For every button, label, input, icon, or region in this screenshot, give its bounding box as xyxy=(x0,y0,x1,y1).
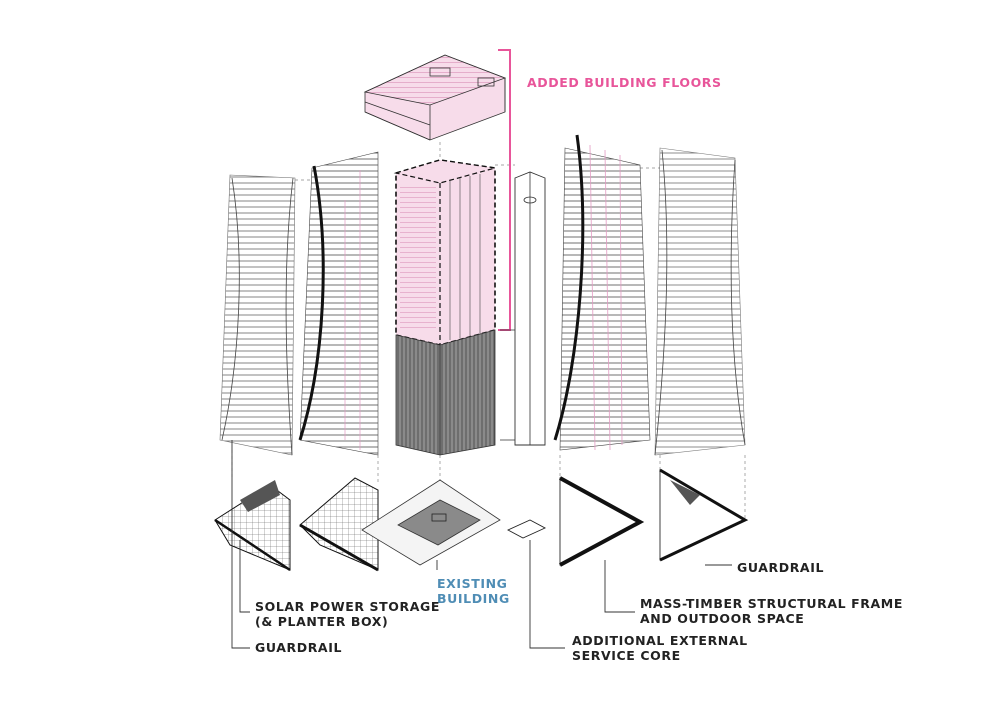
label-solar-line-1: SOLAR POWER STORAGE xyxy=(255,599,440,614)
label-guardrail-left: GUARDRAIL xyxy=(255,640,343,655)
added-floors-exploded xyxy=(363,54,507,141)
label-existing-line-2: BUILDING xyxy=(437,591,510,606)
label-solar-line-2: (& PLANTER BOX) xyxy=(255,614,389,629)
right-guardrail-tower xyxy=(654,147,746,456)
label-mass-timber-line-1: MASS-TIMBER STRUCTURAL FRAME xyxy=(640,596,903,611)
central-tower xyxy=(393,49,511,456)
label-service-core-line-2: SERVICE CORE xyxy=(572,648,681,663)
label-service-core-line-1: ADDITIONAL EXTERNAL xyxy=(572,633,748,648)
leader-lines xyxy=(231,440,732,649)
right-structural-tower xyxy=(553,134,651,451)
label-mass-timber-line-2: AND OUTDOOR SPACE xyxy=(640,611,805,626)
left-structural-tower xyxy=(298,151,379,456)
bottom-plans xyxy=(214,468,749,572)
label-existing-line-1: EXISTING xyxy=(437,576,508,591)
left-guardrail-tower xyxy=(219,174,296,456)
service-core xyxy=(500,171,546,446)
label-guardrail-right: GUARDRAIL xyxy=(737,560,825,575)
label-added-building-floors: ADDED BUILDING FLOORS xyxy=(527,75,722,90)
